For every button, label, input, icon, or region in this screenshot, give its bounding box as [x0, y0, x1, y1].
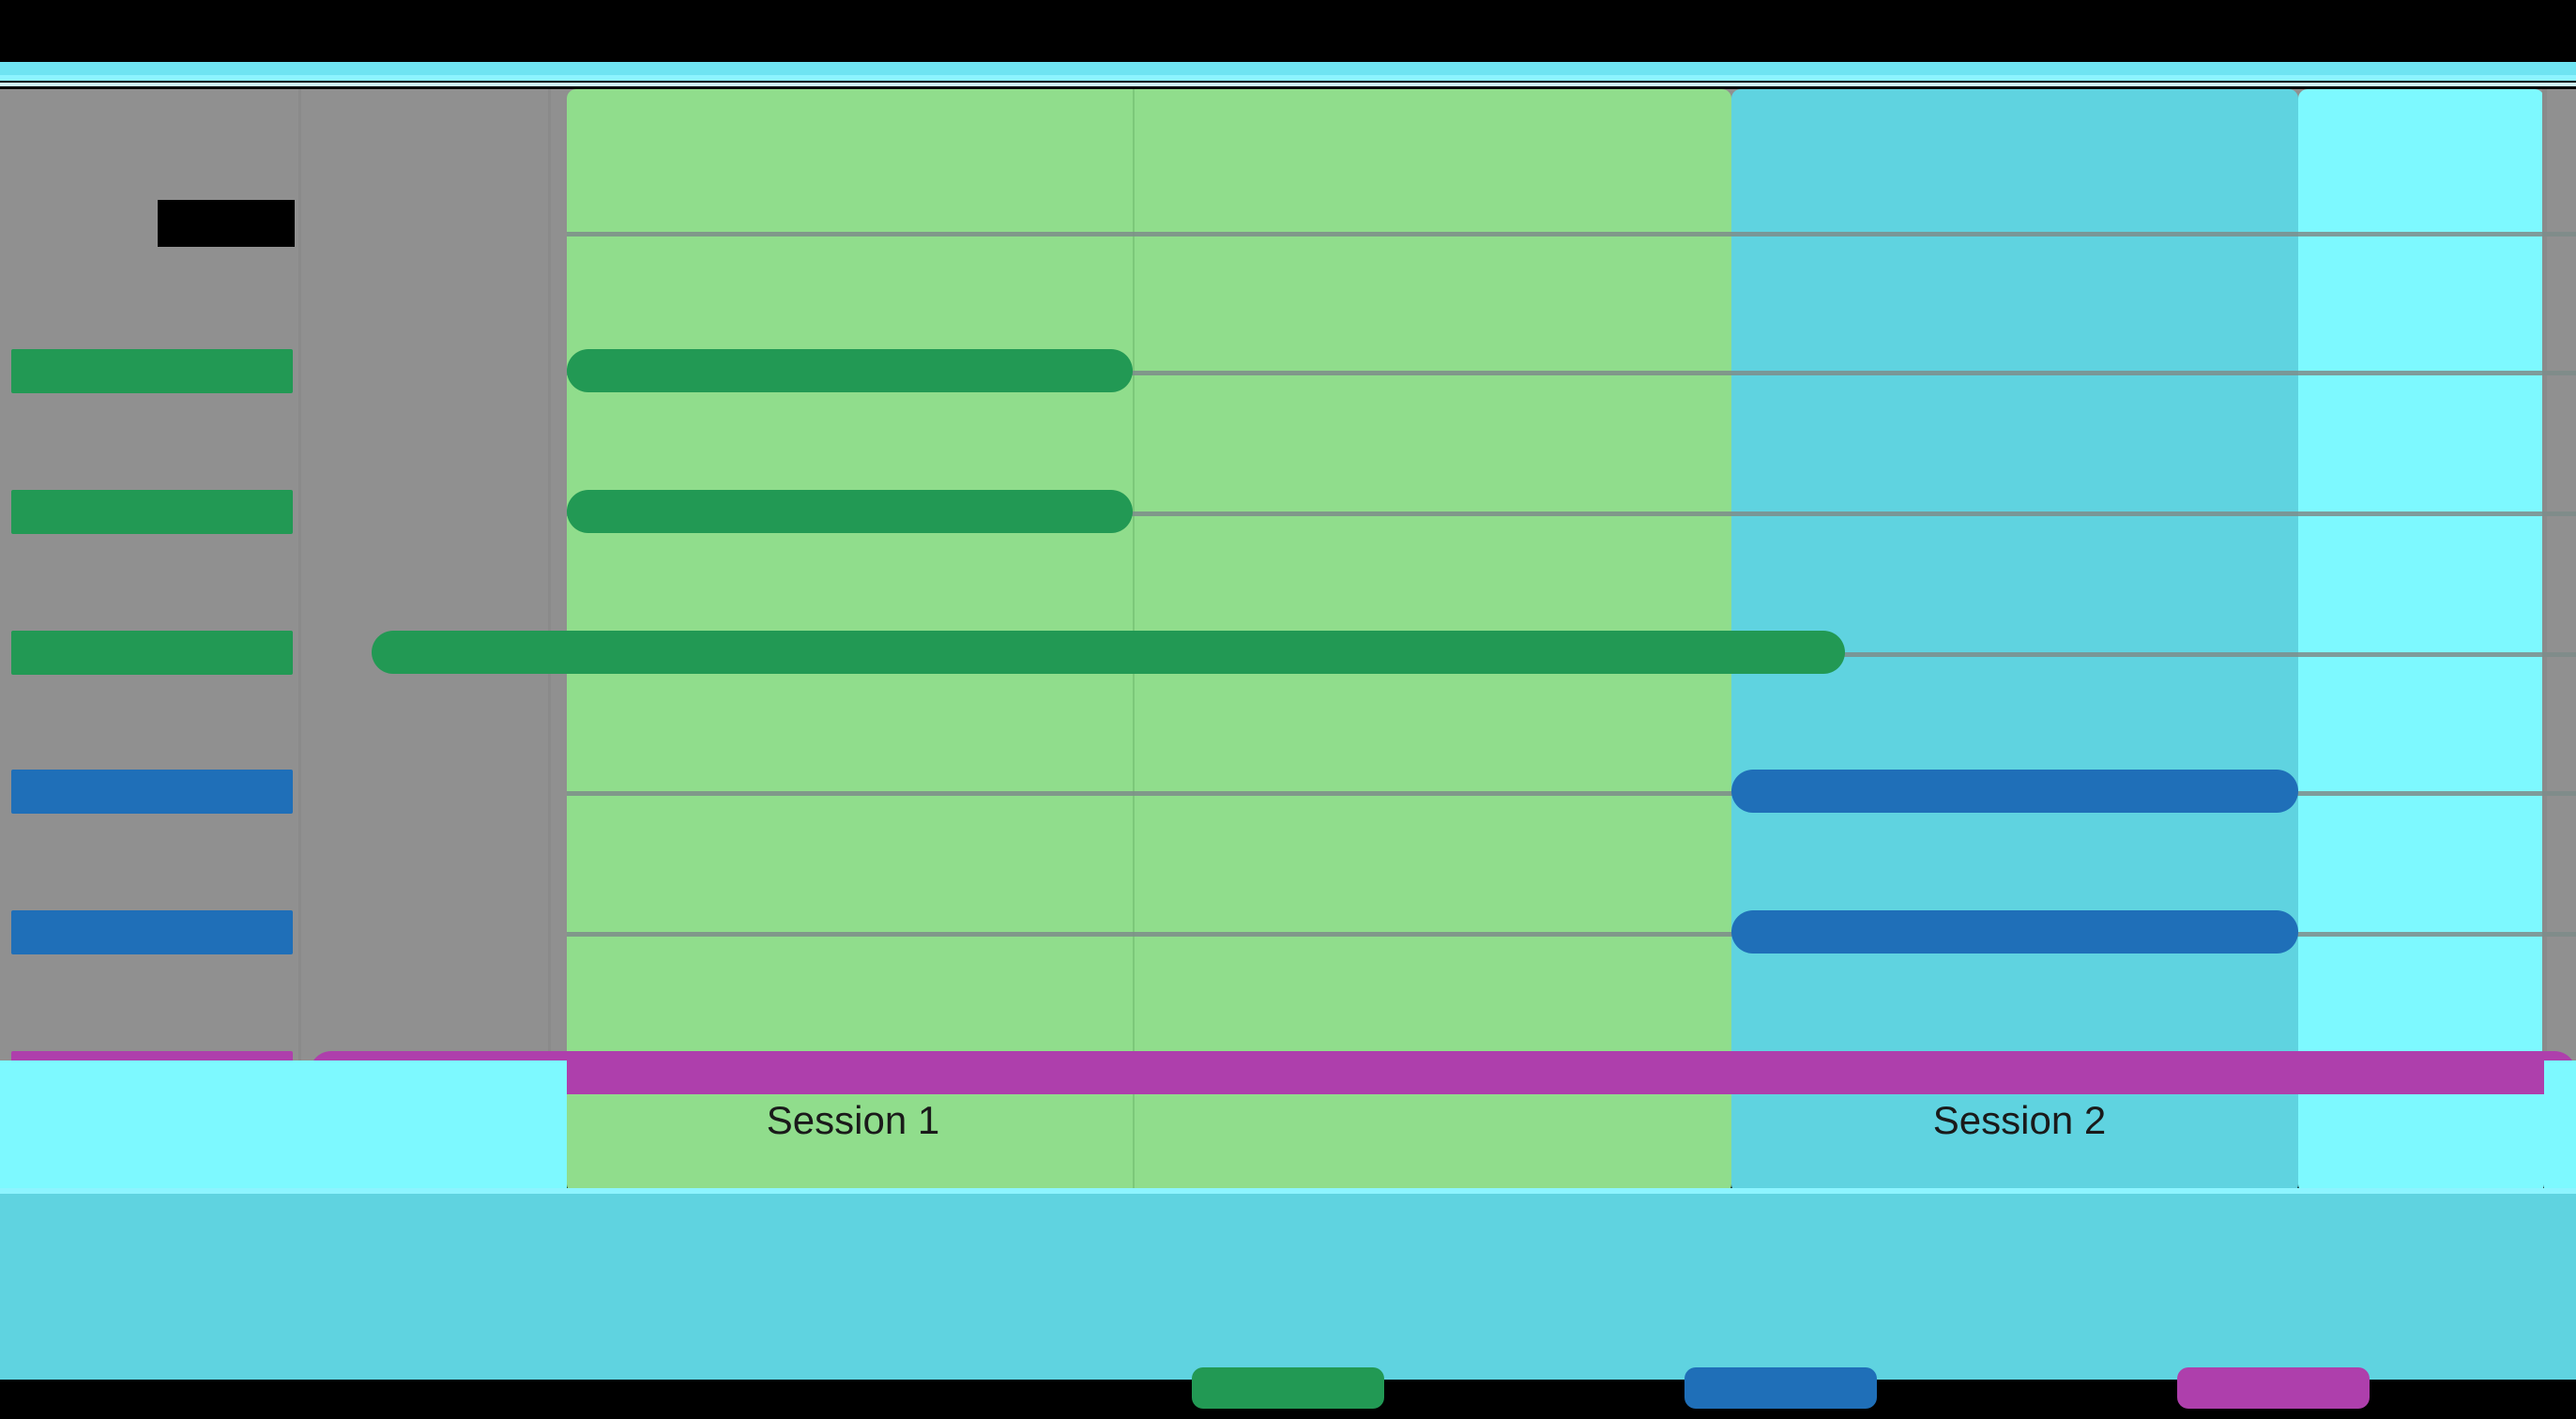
- legend-swatch-1: [1684, 1367, 1877, 1409]
- chart-legend: [0, 1366, 2576, 1419]
- gridline: [567, 791, 2576, 796]
- timeline-bar-3[interactable]: [1731, 770, 2298, 813]
- row-label-4-text: [11, 910, 293, 954]
- lower-right-cyan-fill: [2544, 1060, 2576, 1194]
- gridline: [567, 371, 2576, 375]
- row-label-1-text: [11, 490, 293, 534]
- legend-label-2: [2177, 1367, 2370, 1409]
- legend-swatch-2: [2177, 1367, 2370, 1409]
- bottom-strip-highlight: [0, 1188, 2576, 1196]
- timeline-bar-5[interactable]: [310, 1051, 2576, 1094]
- gridline: [567, 232, 2576, 236]
- row-label-1[interactable]: [11, 490, 293, 534]
- label-column-divider-1: [298, 89, 301, 1060]
- timeline-bar-1[interactable]: [567, 490, 1133, 533]
- legend-item-2[interactable]: [2177, 1366, 2370, 1419]
- row-label-0[interactable]: [11, 349, 293, 393]
- label-column-divider-2: [548, 89, 551, 1060]
- bottom-strip: [0, 1194, 2576, 1380]
- row-label-2-text: [11, 631, 293, 675]
- trailing-band: [2298, 89, 2544, 1194]
- timeline-bar-4[interactable]: [1731, 910, 2298, 954]
- legend-item-0[interactable]: [1192, 1366, 1384, 1419]
- chart-title-redacted: [158, 200, 295, 247]
- legend-swatch-0: [1192, 1367, 1384, 1409]
- top-accent-rule: [0, 62, 2576, 75]
- top-accent-rule-pale: [0, 83, 2576, 86]
- legend-label-0: [1192, 1367, 1384, 1409]
- top-accent-rule-light: [0, 75, 2576, 81]
- row-label-3[interactable]: [11, 770, 293, 814]
- gridline: [567, 932, 2576, 937]
- axis-label-session-2: Session 2: [1932, 1098, 2107, 1142]
- timeline-bar-2[interactable]: [372, 631, 1845, 674]
- gridline: [567, 511, 2576, 516]
- row-label-0-text: [11, 349, 293, 393]
- row-label-4[interactable]: [11, 910, 293, 954]
- lower-left-cyan-fill: [0, 1060, 567, 1194]
- timeline-bar-0[interactable]: [567, 349, 1133, 392]
- row-label-2[interactable]: [11, 631, 293, 675]
- row-label-3-text: [11, 770, 293, 814]
- axis-label-session-1: Session 1: [766, 1098, 940, 1142]
- plot-right-edge: [2542, 89, 2547, 1060]
- legend-label-1: [1684, 1367, 1877, 1409]
- chart-plot-panel: [0, 89, 2576, 1194]
- legend-item-1[interactable]: [1684, 1366, 1877, 1419]
